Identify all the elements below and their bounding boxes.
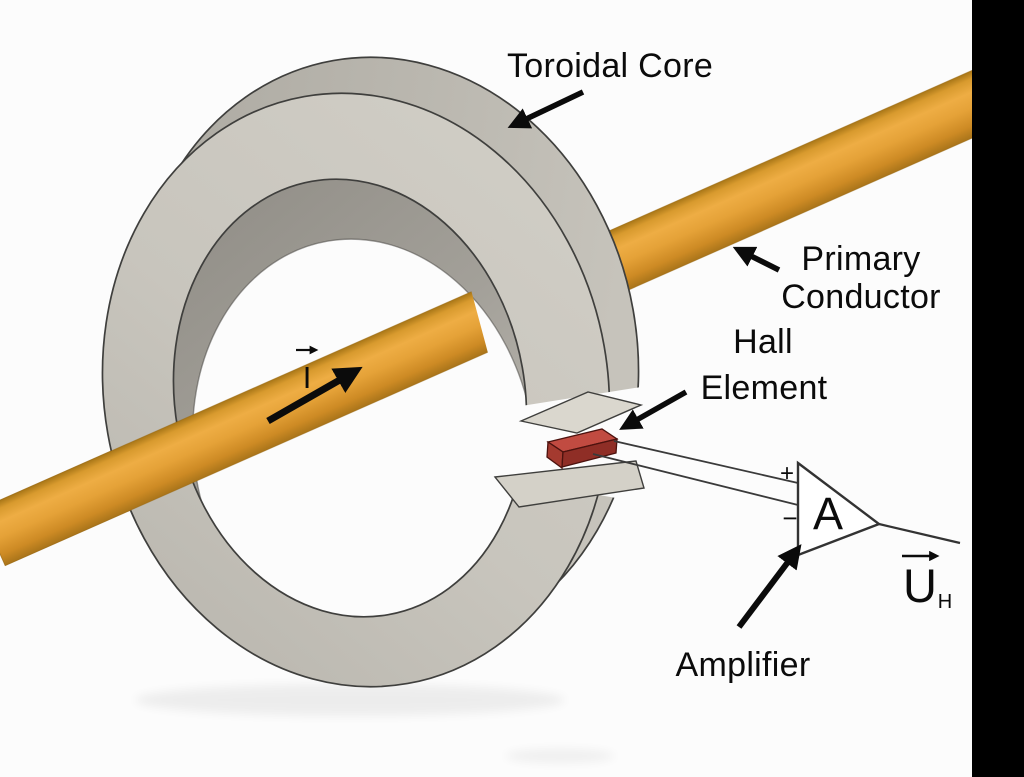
output-voltage-subscript: H (938, 591, 952, 613)
hall-element-side-face (546, 440, 564, 470)
core-gap-lower-cut-face (493, 460, 645, 508)
toroidal-core-pointer-arrow-icon (507, 89, 585, 129)
primary-conductor-front (0, 55, 492, 567)
hall-wire-bottom (592, 453, 799, 506)
current-symbol-label: I (303, 360, 312, 395)
amplifier-triangle (796, 460, 882, 557)
primary-conductor-pointer-arrow-icon (732, 246, 781, 273)
output-voltage-symbol: U (903, 559, 937, 612)
right-black-bar (972, 0, 1024, 777)
core-gap-upper-cut-face (518, 391, 644, 434)
label-hall-element-line2: Element (701, 369, 828, 407)
label-primary-conductor-line1: Primary (801, 240, 920, 278)
amplifier-plus-label: + (780, 460, 794, 487)
label-primary-conductor-line2: Conductor (781, 278, 941, 316)
hall-element-front-face (561, 438, 618, 468)
amplifier-minus-label: − (782, 503, 797, 533)
amplifier-gain-label: A (813, 488, 843, 539)
label-amplifier: Amplifier (676, 646, 811, 684)
label-toroidal-core: Toroidal Core (507, 47, 713, 85)
label-hall-element-line1: Hall (733, 323, 793, 361)
amplifier-pointer-arrow-icon (736, 544, 802, 629)
amplifier-output-line (878, 522, 961, 545)
current-direction-arrow-icon (266, 366, 363, 425)
hall-element-pointer-arrow-icon (619, 389, 688, 430)
hall-wire-top (613, 440, 799, 484)
ring-shadow (135, 684, 565, 716)
floor-smudge-shadow (505, 749, 615, 763)
